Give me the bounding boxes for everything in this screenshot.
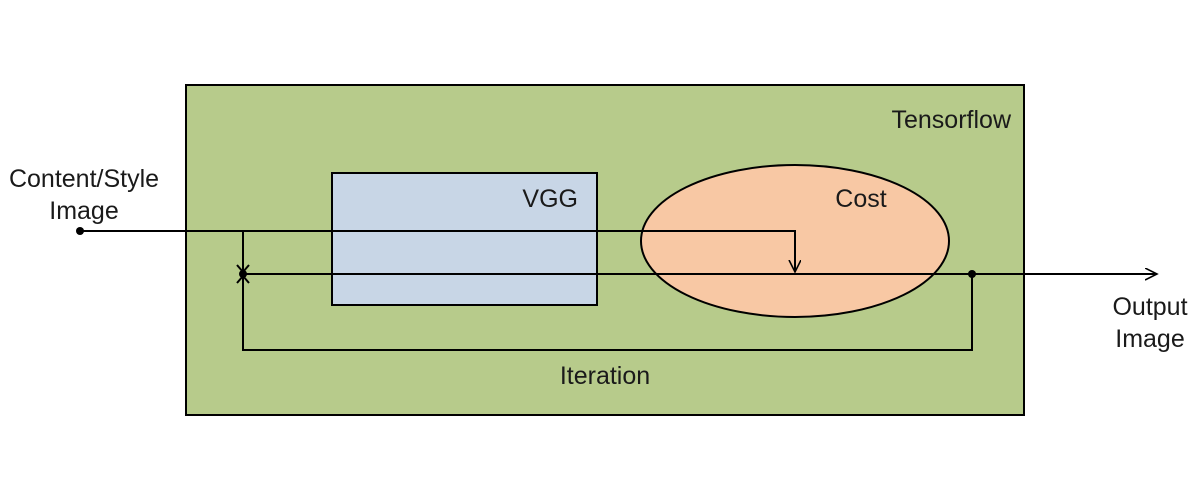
vgg-label: VGG [522,185,578,213]
output-label-line2: Image [1115,325,1184,353]
input-wire [80,230,795,272]
input-label-line2: Image [49,197,118,225]
iteration-label: Iteration [560,362,650,390]
cost-label: Cost [835,185,886,213]
switch-mark-upper [236,264,250,274]
iteration-loop-wire [242,231,973,351]
switch-mark-lower [236,274,250,284]
output-label-line1: Output [1112,293,1187,321]
vgg-box [331,172,598,306]
input-label-line1: Content/Style [9,165,159,193]
tensorflow-label: Tensorflow [892,106,1012,134]
